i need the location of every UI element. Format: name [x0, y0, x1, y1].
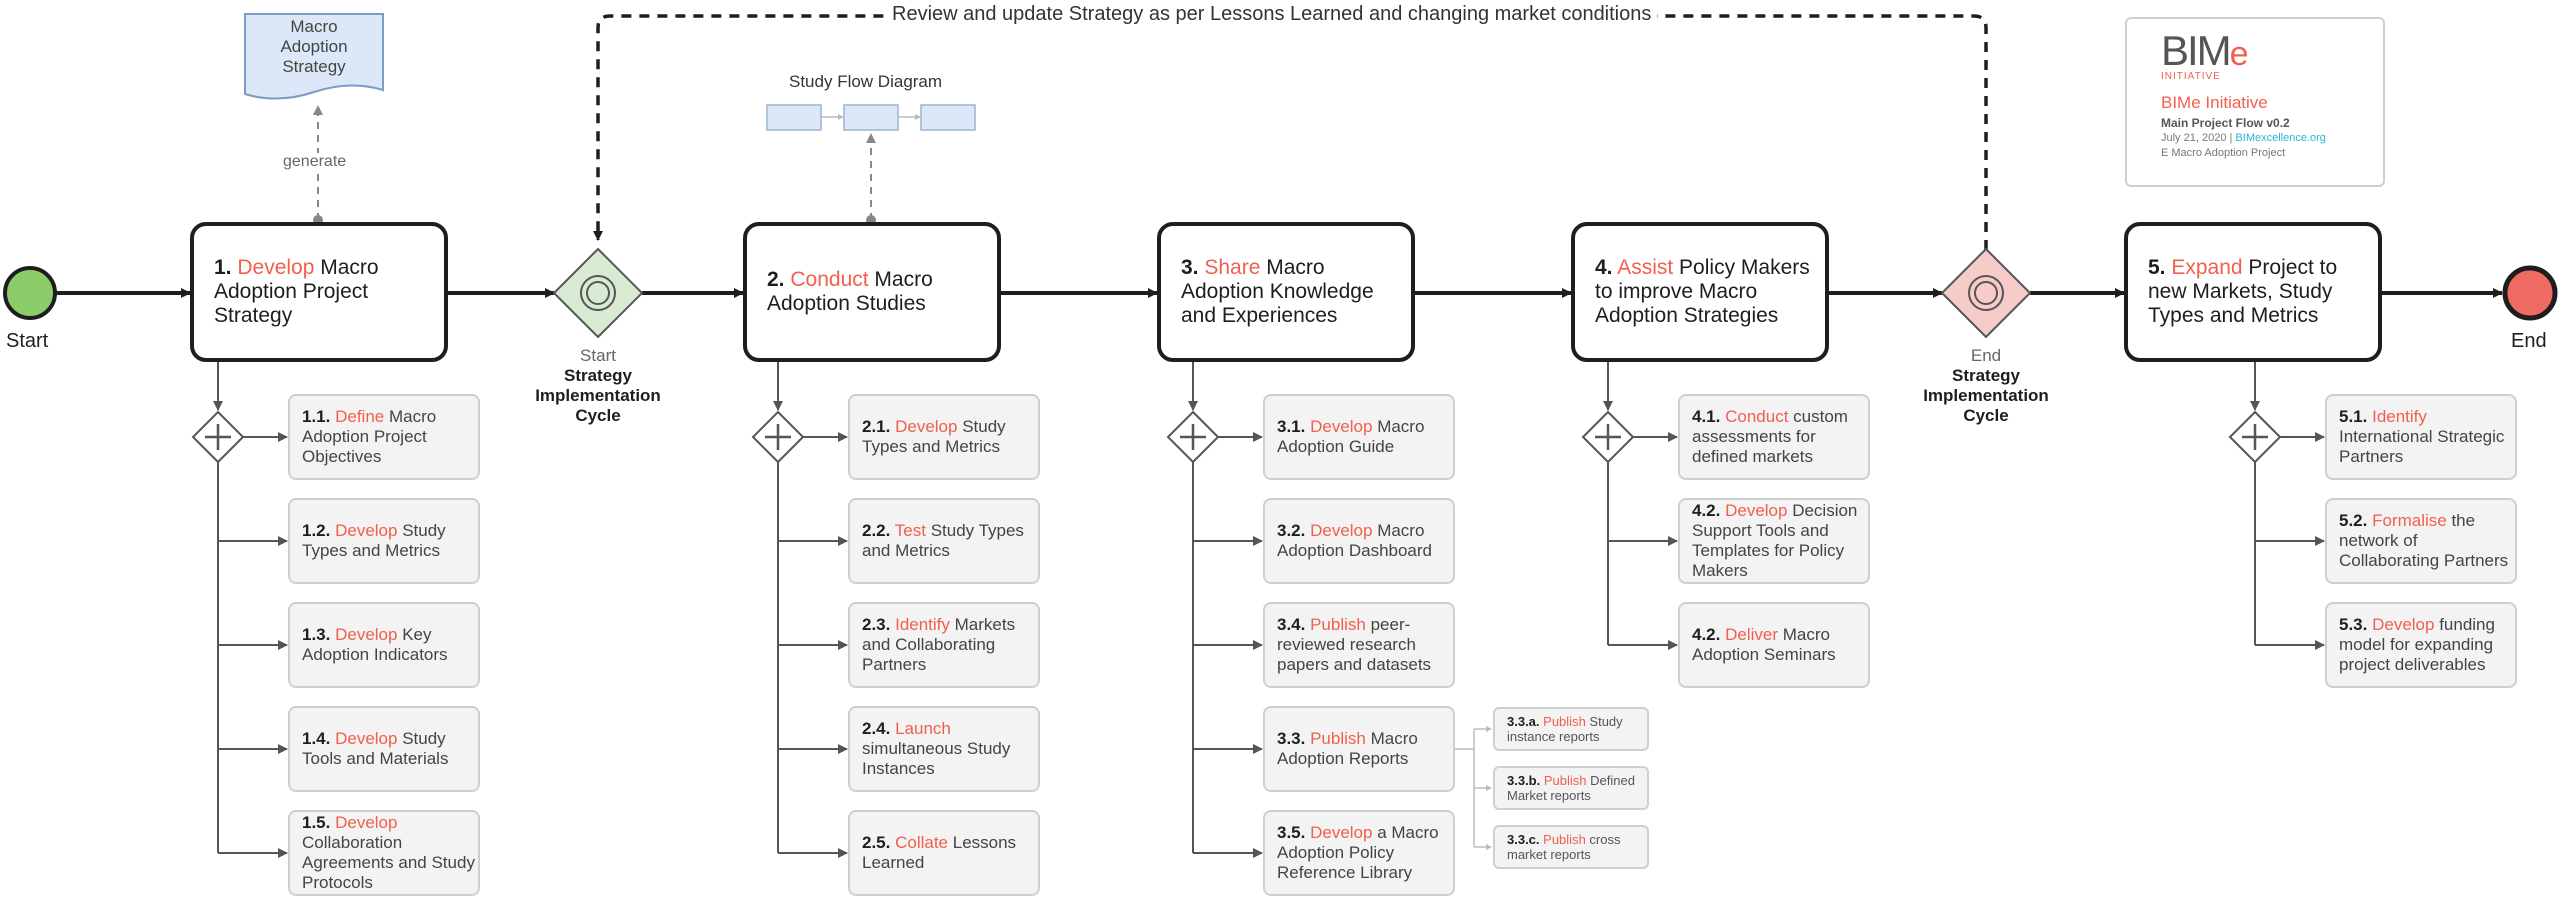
- subtask-1-5[interactable]: 1.5. Develop Collaboration Agreements an…: [288, 810, 480, 896]
- phase-5-task[interactable]: 5. Expand Project to new Markets, Study …: [2124, 222, 2382, 362]
- bime-logo-tag: INITIATIVE: [2161, 71, 2221, 82]
- subtask-1-3[interactable]: 1.3. Develop Key Adoption Indicators: [288, 602, 480, 688]
- feedback-loop-connector: [593, 14, 1988, 250]
- phase-3-task[interactable]: 3. Share Macro Adoption Knowledge and Ex…: [1157, 222, 1415, 362]
- subtask-3-1[interactable]: 3.1. Develop Macro Adoption Guide: [1263, 394, 1455, 480]
- bime-card-title: BIMe Initiative: [2161, 93, 2268, 112]
- phase-1-task[interactable]: 1. Develop Macro Adoption Project Strate…: [190, 222, 448, 362]
- subtask-2-4[interactable]: 2.4. Launch simultaneous Study Instances: [848, 706, 1040, 792]
- strategy-document-label: Macro Adoption Strategy: [280, 17, 348, 76]
- subtask-3-3[interactable]: 3.3. Publish Macro Adoption Reports: [1263, 706, 1455, 792]
- subtask-3-5[interactable]: 3.5. Develop a Macro Adoption Policy Ref…: [1263, 810, 1455, 896]
- end-event-label: End: [2511, 330, 2547, 352]
- phase-5-subflow: [2228, 362, 2325, 650]
- subtask-1-4[interactable]: 1.4. Develop Study Tools and Materials: [288, 706, 480, 792]
- start-gateway-label: Start Strategy Implementation Cycle: [535, 346, 661, 425]
- phase-3-3-subflow: [1454, 726, 1492, 850]
- end-gateway-label: End Strategy Implementation Cycle: [1923, 346, 2049, 425]
- subtask-5-3[interactable]: 5.3. Develop funding model for expanding…: [2325, 602, 2517, 688]
- phase-1-subflow: [191, 362, 288, 858]
- subtask-3-3-b[interactable]: 3.3.b. Publish Defined Market reports: [1493, 766, 1649, 810]
- end-event: [2502, 265, 2558, 321]
- bime-card-project: E Macro Adoption Project: [2161, 147, 2286, 159]
- start-event: [3, 266, 57, 320]
- subtask-4-1[interactable]: 4.1. Conduct custom assessments for defi…: [1678, 394, 1870, 480]
- subtask-1-2[interactable]: 1.2. Develop Study Types and Metrics: [288, 498, 480, 584]
- study-flow-diagram-icon: [766, 104, 976, 131]
- subtask-4-3[interactable]: 4.2. Deliver Macro Adoption Seminars: [1678, 602, 1870, 688]
- subtask-4-2[interactable]: 4.2. Develop Decision Support Tools and …: [1678, 498, 1870, 584]
- subtask-3-3-c[interactable]: 3.3.c. Publish cross market reports: [1493, 825, 1649, 869]
- subtask-5-2[interactable]: 5.2. Formalise the network of Collaborat…: [2325, 498, 2517, 584]
- subtask-3-4[interactable]: 3.4. Publish peer-reviewed research pape…: [1263, 602, 1455, 688]
- strategy-document-shape: [244, 13, 384, 100]
- subtask-2-1[interactable]: 2.1. Develop Study Types and Metrics: [848, 394, 1040, 480]
- subtask-3-2[interactable]: 3.2. Develop Macro Adoption Dashboard: [1263, 498, 1455, 584]
- phase-2-task[interactable]: 2. Conduct Macro Adoption Studies: [743, 222, 1001, 362]
- phase-3-subflow: [1166, 362, 1263, 858]
- feedback-loop-label: Review and update Strategy as per Lesson…: [886, 3, 1658, 26]
- phase-4-subflow: [1581, 362, 1678, 650]
- bime-card-subtitle: Main Project Flow v0.2: [2161, 116, 2290, 130]
- subtask-2-2[interactable]: 2.2. Test Study Types and Metrics: [848, 498, 1040, 584]
- generate-label: generate: [281, 153, 349, 171]
- subtask-3-3-a[interactable]: 3.3.a. Publish Study instance reports: [1493, 707, 1649, 751]
- subtask-2-5[interactable]: 2.5. Collate Lessons Learned: [848, 810, 1040, 896]
- bime-logo-text: BIMe: [2161, 27, 2249, 74]
- study-flow-diagram-title: Study Flow Diagram: [789, 72, 943, 91]
- subtask-1-1[interactable]: 1.1. Define Macro Adoption Project Objec…: [288, 394, 480, 480]
- bime-info-card: BIMe INITIATIVE BIMe Initiative Main Pro…: [2125, 17, 2385, 187]
- start-strategy-gateway: [552, 247, 644, 339]
- phase-4-task[interactable]: 4. Assist Policy Makers to improve Macro…: [1571, 222, 1829, 362]
- end-strategy-gateway: [1940, 247, 2032, 339]
- subtask-5-1[interactable]: 5.1. Identify International Strategic Pa…: [2325, 394, 2517, 480]
- start-event-label: Start: [6, 330, 49, 352]
- subtask-2-3[interactable]: 2.3. Identify Markets and Collaborating …: [848, 602, 1040, 688]
- phase-2-subflow: [751, 362, 848, 858]
- bime-card-date: July 21, 2020 | BIMexcellence.org: [2161, 132, 2326, 144]
